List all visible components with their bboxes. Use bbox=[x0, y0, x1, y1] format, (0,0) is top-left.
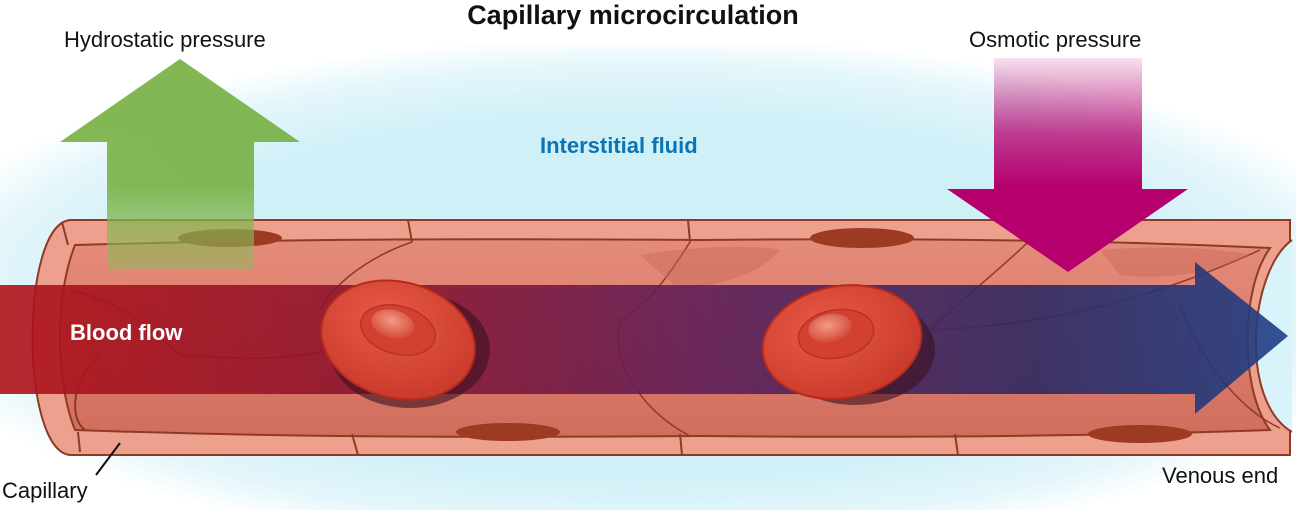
capillary-pointer-line bbox=[95, 442, 121, 476]
red-blood-cell bbox=[320, 279, 490, 408]
interstitial-fluid-label: Interstitial fluid bbox=[540, 133, 698, 158]
endothelial-nucleus bbox=[1088, 425, 1192, 443]
venous-end-label: Venous end bbox=[1162, 463, 1279, 488]
hydrostatic-pressure-arrow bbox=[60, 59, 300, 270]
diagram-title: Capillary microcirculation bbox=[467, 0, 799, 30]
capillary-label: Capillary bbox=[2, 478, 88, 503]
hydrostatic-pressure-label: Hydrostatic pressure bbox=[64, 27, 266, 52]
red-blood-cell bbox=[761, 284, 935, 405]
endothelial-nucleus bbox=[810, 228, 914, 248]
osmotic-pressure-label: Osmotic pressure bbox=[969, 27, 1142, 52]
endothelial-nucleus bbox=[456, 423, 560, 441]
blood-flow-arrow bbox=[0, 262, 1288, 414]
osmotic-pressure-arrow bbox=[947, 58, 1188, 272]
blood-flow-label: Blood flow bbox=[70, 320, 183, 345]
